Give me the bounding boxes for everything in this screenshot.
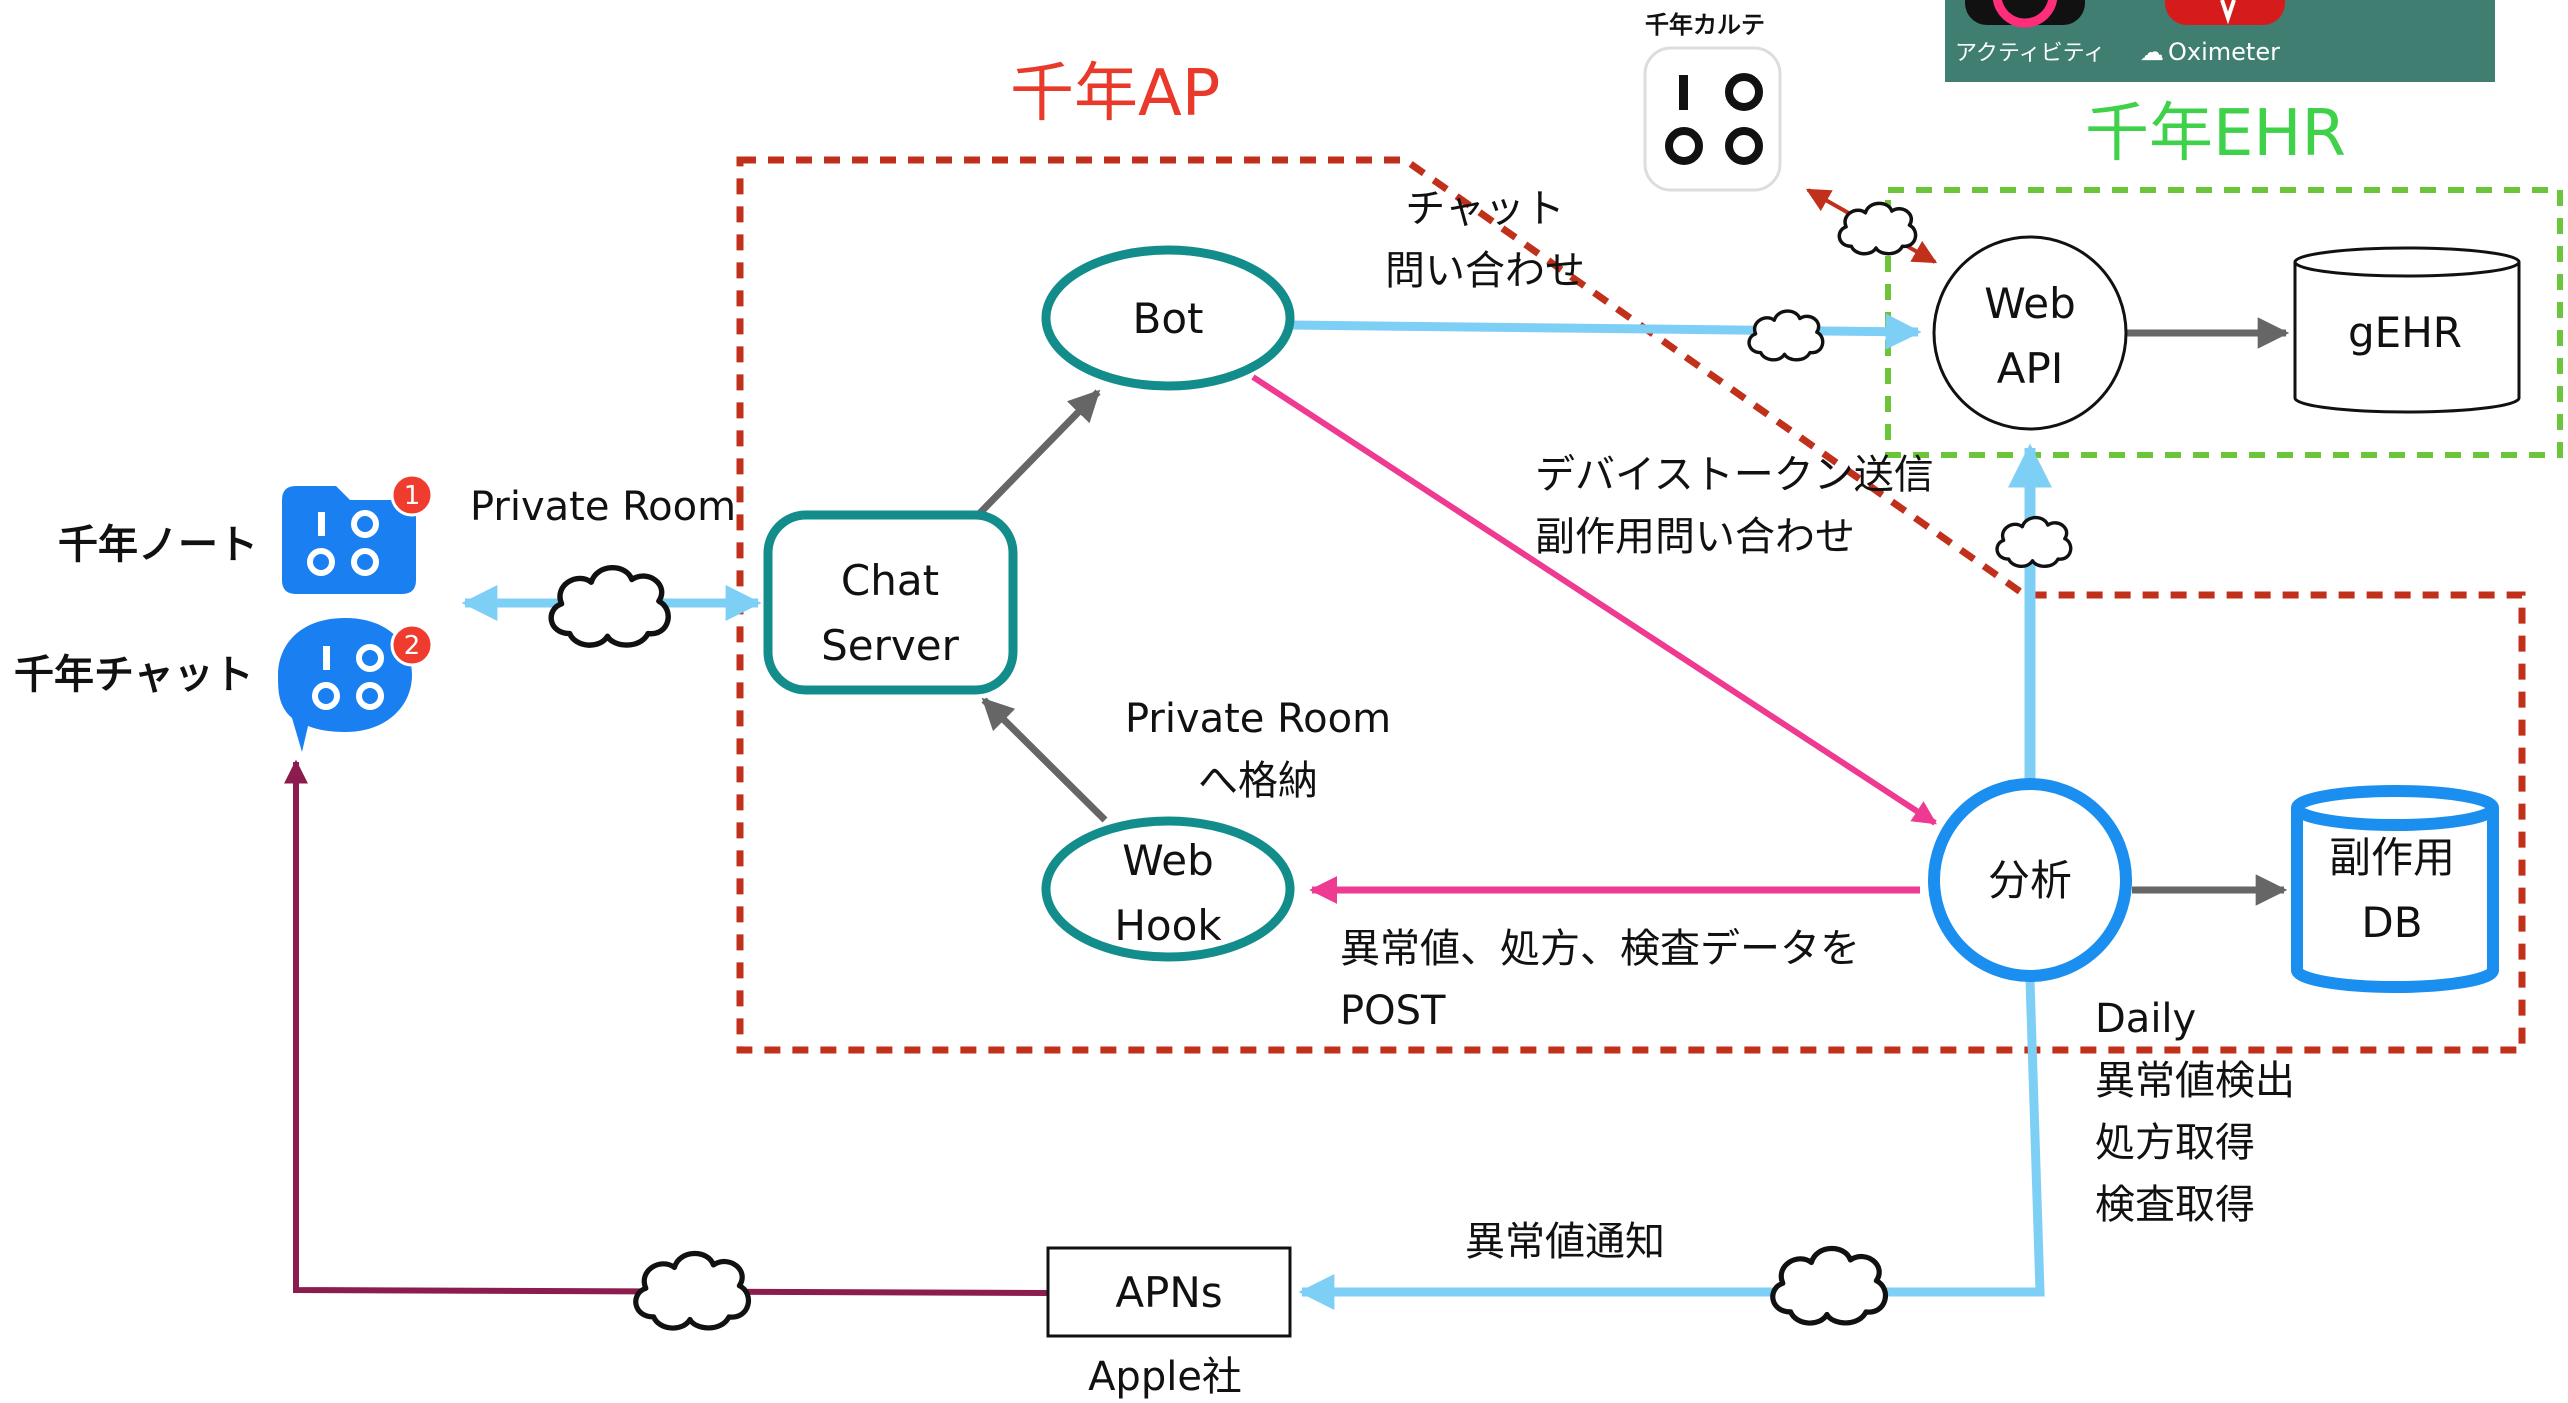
text-line: 処方取得 [2095, 1120, 2255, 1166]
text-line: 検査取得 [2095, 1182, 2255, 1228]
sennen-note-app[interactable]: 千年ノート 1 [58, 473, 434, 594]
sideeffect-db-label: 副作用 DB [2329, 833, 2455, 947]
apns-node [1046, 1246, 1292, 1338]
web-api-node [1932, 235, 2128, 431]
private-room-label: Private Room [470, 484, 736, 530]
gehr-label: gEHR [2348, 308, 2462, 357]
abnormal-notify-label: 異常値通知 [1465, 1219, 1665, 1265]
oximeter-app-label: Oximeter [2168, 38, 2280, 66]
sennen-note-badge [390, 473, 434, 517]
edge-analysis-apns [1298, 979, 2045, 1310]
network-cloud-icon [1997, 518, 2071, 567]
text-line: Private Room [1125, 696, 1391, 742]
network-cloud-icon [1839, 203, 1915, 253]
sennen-note-icon[interactable] [282, 486, 416, 594]
webhook-node [1041, 816, 1295, 962]
text-line: Hook [1114, 901, 1222, 950]
health-app-strip: アクティビティ ☁ Oximeter [1945, 0, 2495, 82]
edge-bot-webapi [1287, 313, 1922, 350]
text-line: 副作用問い合わせ [1535, 514, 1855, 560]
chat-query-label: チャット問い合わせ [1385, 186, 1585, 294]
apns-label: APNs [1115, 1268, 1222, 1317]
text-line: 異常値検出 [2095, 1058, 2295, 1104]
text-line: 問い合わせ [1385, 248, 1585, 294]
bot-label: Bot [1133, 294, 1204, 343]
text-line: 副作用 [2329, 833, 2455, 882]
apple-label: Apple社 [1088, 1354, 1242, 1400]
sennen-chat-badge-count: 2 [404, 631, 421, 661]
text-line: デバイストークン送信 [1535, 452, 1934, 498]
edge-chatserver-bot [975, 389, 1101, 518]
ap-region-border [736, 156, 2526, 1054]
bot-node [1041, 245, 1295, 391]
sennen-chat-label: 千年チャット [14, 652, 254, 698]
sennen-chat-app[interactable]: 千年チャット 2 [14, 618, 434, 752]
chat-server-node [763, 510, 1018, 695]
store-private-room-label: Private Room へ格納 [1125, 696, 1391, 804]
ehr-region-title: 千年EHR [2085, 97, 2346, 171]
sideeffect-db-node: 副作用 DB [2291, 785, 2499, 993]
daily-jobs-label: Daily 異常値検出処方取得検査取得 [2095, 996, 2295, 1228]
analysis-node [1928, 778, 2132, 982]
text-line: POST [1340, 988, 1446, 1034]
post-data-label: 異常値、処方、検査データを POST [1340, 926, 1860, 1034]
activity-app-label: アクティビティ [1955, 41, 2105, 66]
sennen-karte-app[interactable]: 千年カルテ [1643, 11, 1782, 192]
network-cloud-icon [1747, 309, 1825, 362]
text-line: チャット [1405, 186, 1565, 232]
text-line: DB [2361, 898, 2422, 947]
text-line: Daily [2095, 996, 2196, 1042]
cloud-download-icon: ☁ [2140, 38, 2164, 66]
text-line: Chat [841, 556, 939, 605]
sennen-note-badge-count: 1 [404, 481, 421, 511]
network-cloud-icon [636, 1254, 749, 1329]
analysis-label: 分析 [1988, 856, 2072, 905]
text-line: Web [1984, 279, 2076, 328]
device-token-label: デバイストークン送信副作用問い合わせ [1535, 452, 1934, 560]
edge-webhook-chatserver [981, 697, 1108, 823]
sennen-note-label: 千年ノート [58, 522, 258, 568]
text-line: Web [1122, 836, 1214, 885]
text-line: 異常値、処方、検査データを [1340, 926, 1860, 972]
network-cloud-icon [1773, 1249, 1886, 1324]
edge-apns-apps [284, 759, 1049, 1296]
sennen-karte-label: 千年カルテ [1645, 11, 1765, 39]
ap-region-title: 千年AP [1010, 57, 1220, 131]
sennen-karte-icon[interactable] [1643, 46, 1782, 192]
edge-bot-analysis [1251, 374, 1938, 826]
network-cloud-icon [551, 568, 668, 645]
text-line: Server [821, 621, 959, 670]
text-line: API [1997, 344, 2063, 393]
text-line: へ格納 [1198, 758, 1318, 804]
gehr-node: gEHR [2293, 246, 2521, 414]
sennen-chat-badge [390, 623, 434, 667]
